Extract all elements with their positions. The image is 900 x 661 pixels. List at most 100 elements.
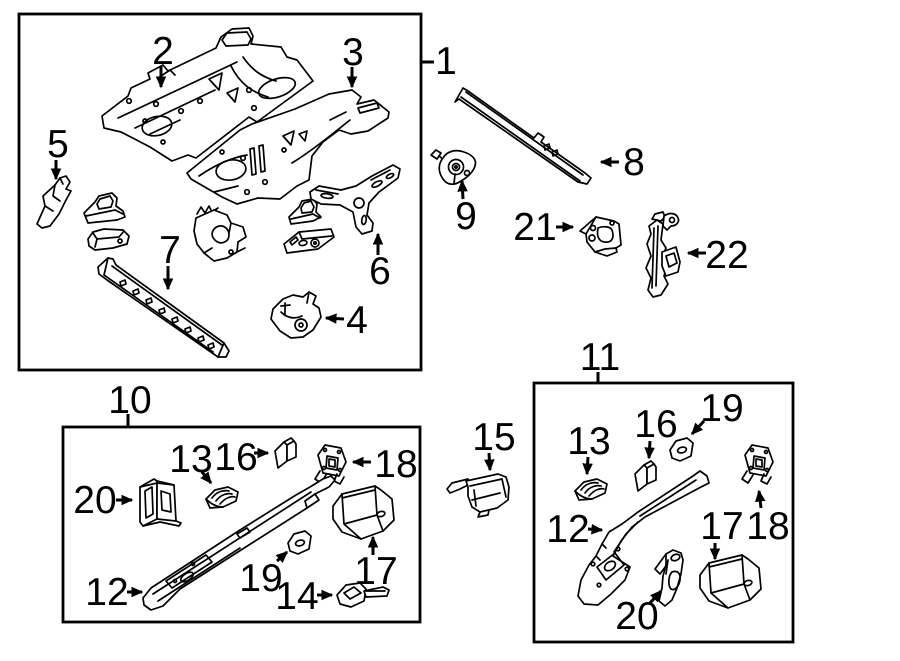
part-7-crossmember — [97, 257, 230, 358]
callout-17-26: 17 — [700, 505, 744, 561]
part-17-box-bracket-left — [332, 485, 395, 540]
part-21-bracket — [579, 216, 622, 257]
callout-9-8: 9 — [455, 179, 477, 238]
part-14-bracket-left — [336, 582, 390, 608]
callout-5-3: 5 — [47, 123, 69, 181]
callout-20-28: 20 — [615, 589, 663, 638]
callout-21-9: 21 — [513, 206, 575, 249]
part-15-bracket — [446, 473, 510, 518]
callout-label-16: 16 — [634, 403, 677, 446]
callout-16-23: 16 — [634, 403, 678, 460]
line-art — [36, 27, 774, 611]
part-20-bracket-right — [654, 549, 684, 607]
callout-arrow — [484, 452, 495, 472]
part-3-floor-pan-rear — [186, 89, 390, 205]
callout-label-9: 9 — [455, 195, 477, 238]
part-18-plate-left — [314, 444, 347, 485]
part-5-bracket — [36, 175, 72, 229]
part-22-bracket — [645, 211, 681, 298]
callout-label-2: 2 — [152, 30, 174, 73]
part-16-bracket-left — [274, 437, 297, 469]
part-9-mount-bracket — [430, 149, 477, 185]
part-8-crossmember — [454, 87, 592, 185]
callout-15-11: 15 — [472, 416, 516, 472]
part-17-box-bracket-right — [699, 554, 762, 609]
callout-label-17: 17 — [700, 505, 743, 548]
callout-12-25: 12 — [546, 508, 604, 551]
callout-10-12: 10 — [108, 379, 152, 426]
bracket-center — [193, 205, 247, 262]
callout-label-21: 21 — [513, 206, 556, 249]
callout-8-7: 8 — [599, 141, 645, 184]
callout-label-19: 19 — [239, 557, 282, 600]
callout-7-4: 7 — [159, 229, 181, 291]
callout-13-22: 13 — [567, 420, 611, 476]
callout-16-16: 16 — [214, 436, 270, 479]
callout-label-7: 7 — [159, 229, 181, 272]
callout-arrow — [200, 471, 213, 485]
callout-label-16: 16 — [214, 436, 257, 479]
plate-right — [283, 228, 335, 254]
bracket-oblong — [87, 228, 130, 251]
callout-22-10: 22 — [686, 234, 749, 277]
bracket-hat-left — [83, 192, 126, 224]
callout-1-2: 1 — [422, 40, 457, 83]
callout-label-12: 12 — [85, 571, 128, 614]
callout-label-13: 13 — [169, 438, 212, 481]
callout-label-20: 20 — [615, 595, 658, 638]
assembly-boxes — [17, 12, 795, 644]
part-13-bracket-right — [574, 478, 608, 501]
callout-label-18: 18 — [746, 505, 789, 548]
assembly-box-1 — [17, 12, 423, 372]
callout-label-6: 6 — [369, 250, 391, 293]
callout-arrow — [644, 440, 655, 460]
assembly-box-10 — [61, 425, 422, 624]
callout-arrow — [457, 179, 468, 200]
callout-18-17: 18 — [351, 443, 418, 486]
callout-arrow — [582, 456, 593, 476]
callout-label-15: 15 — [472, 416, 515, 459]
callout-6-5: 6 — [369, 232, 391, 293]
callout-arrow — [587, 523, 604, 535]
callout-label-3: 3 — [342, 31, 364, 74]
callout-arrow — [754, 489, 766, 509]
part-20-bracket-left — [139, 478, 182, 527]
part-13-bracket-left — [205, 486, 239, 509]
callout-20-14: 20 — [73, 479, 134, 522]
callout-13-15: 13 — [169, 438, 213, 485]
callout-17-21: 17 — [354, 535, 398, 593]
callout-11-13: 11 — [580, 336, 621, 382]
callout-label-5: 5 — [47, 123, 69, 166]
callout-label-20: 20 — [73, 479, 116, 522]
part-2-floor-pan-front — [101, 27, 314, 162]
callout-label-22: 22 — [705, 234, 748, 277]
bracket-hat-right — [288, 198, 322, 225]
callout-3-1: 3 — [342, 31, 364, 89]
callout-label-4: 4 — [346, 299, 368, 342]
callout-label-11: 11 — [580, 336, 621, 379]
callout-2-0: 2 — [152, 30, 174, 89]
callout-label-10: 10 — [108, 379, 151, 422]
callout-arrow — [690, 419, 706, 436]
part-12-rail-left — [142, 475, 336, 611]
callout-label-1: 1 — [435, 40, 457, 83]
callout-label-18: 18 — [374, 443, 417, 486]
callout-12-18: 12 — [85, 571, 144, 614]
callout-label-13: 13 — [567, 420, 610, 463]
callout-arrow — [648, 589, 663, 605]
callout-19-24: 19 — [690, 387, 744, 436]
part-6-support-brace — [309, 164, 401, 235]
callout-label-12: 12 — [546, 508, 589, 551]
callout-arrow — [275, 550, 289, 563]
callout-label-8: 8 — [623, 141, 645, 184]
part-18-plate-right — [741, 444, 774, 485]
part-19-plate-left — [287, 530, 312, 555]
callout-18-27: 18 — [746, 489, 790, 548]
callout-arrow — [324, 313, 345, 324]
assembly-box-11 — [532, 381, 795, 644]
callout-label-19: 19 — [700, 387, 743, 430]
part-12-rail-right — [577, 470, 710, 606]
